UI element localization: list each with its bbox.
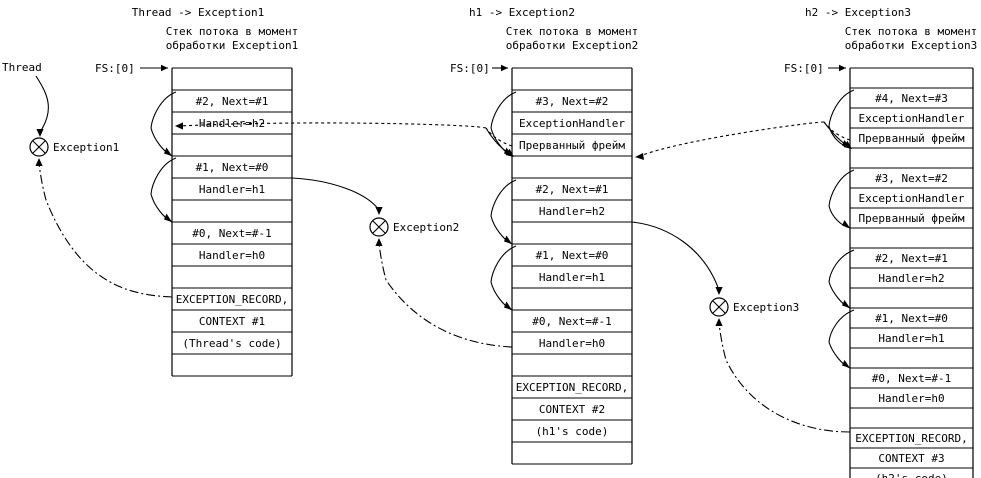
col2-row-14: EXCEPTION_RECORD,: [516, 381, 629, 394]
col1-title: Thread -> Exception1: [132, 6, 264, 19]
col2-fs-arrowhead: [501, 64, 508, 72]
col3-row-15: #0, Next=#-1: [872, 372, 951, 385]
col1-fs-label: FS:[0]: [95, 62, 135, 75]
col3-fs-arrowhead: [839, 64, 846, 72]
col3-row-10: Handler=h2: [878, 272, 944, 285]
col3-frame-to-col2: [639, 121, 825, 157]
exception3-flow: Exception3: [631, 121, 852, 433]
col3-row-7: Прерванный фрейм: [859, 212, 965, 225]
exception2-flow: Exception2: [175, 122, 514, 348]
col1-row-11: CONTEXT #1: [199, 315, 265, 328]
col2-row-16: (h1's code): [536, 425, 609, 438]
col1-row-2: Handler=h2: [199, 117, 265, 130]
col2-header-line2: обработки Exception2: [506, 39, 638, 52]
h1-to-exception2: [291, 177, 380, 211]
col1-link-1-tail: [150, 157, 177, 195]
col3-row-2: ExceptionHandler: [859, 112, 965, 125]
col2-row-6: Handler=h2: [539, 205, 605, 218]
record2-to-exception2: [378, 242, 513, 348]
col2-row-5: #2, Next=#1: [536, 183, 609, 196]
col3-row-18: EXCEPTION_RECORD,: [855, 432, 968, 445]
col2-row-3: Прерванный фрейм: [519, 139, 625, 152]
exception3-label: Exception3: [733, 301, 799, 314]
col2-row-1: #3, Next=#2: [536, 95, 609, 108]
col2-header-line1: Стек потока в момент: [506, 25, 638, 38]
col1-row-10: EXCEPTION_RECORD,: [176, 293, 289, 306]
col1-row-5: Handler=h1: [199, 183, 265, 196]
col3-row-16: Handler=h0: [878, 392, 944, 405]
thread-flow: Thread Exception1: [2, 61, 173, 298]
thread-label: Thread: [2, 61, 42, 74]
col2-row-12: Handler=h0: [539, 337, 605, 350]
col3-title: h2 -> Exception3: [805, 6, 911, 19]
col2-row-11: #0, Next=#-1: [532, 315, 611, 328]
col3-row-20: (h2's code): [875, 472, 948, 478]
col3-row-13: Handler=h1: [878, 332, 944, 345]
col1-row-12: (Thread's code): [182, 337, 281, 350]
col3-row-5: #3, Next=#2: [875, 172, 948, 185]
col1-row-8: Handler=h0: [199, 249, 265, 262]
col3-header-line1: Стек потока в момент: [845, 25, 977, 38]
col1-header-line2: обработки Exception1: [166, 39, 298, 52]
col1-row-7: #0, Next=#-1: [192, 227, 271, 240]
col1-fs-arrowhead: [161, 64, 168, 72]
column-col1: Thread -> Exception1 Стек потока в момен…: [95, 6, 298, 377]
col2-row-9: Handler=h1: [539, 271, 605, 284]
col2-fs-label: FS:[0]: [450, 62, 490, 75]
column-col3: h2 -> Exception3 Стек потока в момент об…: [784, 6, 977, 478]
col2-frame-to-col1: [179, 122, 487, 129]
record1-to-exception1: [38, 162, 173, 298]
col2-row-2: ExceptionHandler: [519, 117, 625, 130]
col3-row-1: #4, Next=#3: [875, 92, 948, 105]
col1-row-1: #2, Next=#1: [196, 95, 269, 108]
col3-frame-split: [823, 121, 851, 141]
col2-title: h1 -> Exception2: [469, 6, 575, 19]
col2-frame-split: [485, 127, 513, 147]
col1-link-2-tail: [150, 91, 177, 129]
col2-row-15: CONTEXT #2: [539, 403, 605, 416]
exception2-label: Exception2: [393, 221, 459, 234]
col3-fs-label: FS:[0]: [784, 62, 824, 75]
col3-header-line2: обработки Exception3: [845, 39, 977, 52]
col3-row-6: ExceptionHandler: [859, 192, 965, 205]
col3-row-12: #1, Next=#0: [875, 312, 948, 325]
col3-row-9: #2, Next=#1: [875, 252, 948, 265]
h2-to-exception3: [631, 221, 720, 291]
col3-row-19: CONTEXT #3: [878, 452, 944, 465]
col1-row-4: #1, Next=#0: [196, 161, 269, 174]
col3-row-3: Прерванный фрейм: [859, 132, 965, 145]
column-col2: h1 -> Exception2 Стек потока в момент об…: [450, 6, 638, 465]
record3-to-exception3: [718, 322, 851, 433]
col1-header-line1: Стек потока в момент: [166, 25, 298, 38]
thread-to-exception1: [35, 75, 49, 133]
exception1-label: Exception1: [53, 141, 119, 154]
col2-row-8: #1, Next=#0: [536, 249, 609, 262]
